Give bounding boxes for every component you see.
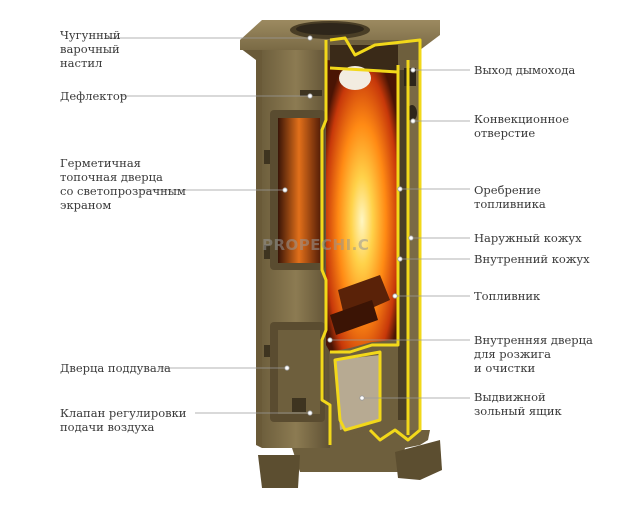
cut-edges: [320, 36, 422, 445]
label-inner-casing: Внутренний кожух: [474, 252, 590, 266]
label-flue: Выход дымохода: [474, 63, 576, 77]
label-air-valve: Клапан регулировки подачи воздуха: [60, 406, 187, 434]
stove-body: [240, 20, 440, 448]
label-inner-door: Внутренняя дверца для розжига и очистки: [474, 333, 593, 375]
label-fins: Оребрение топливника: [474, 183, 546, 211]
leader-lines: [105, 35, 470, 416]
watermark: PROPECHI.C: [262, 236, 370, 254]
label-cooktop: Чугунный варочный настил: [60, 28, 121, 70]
label-ash-box: Выдвижной зольный ящик: [474, 390, 562, 418]
label-convection: Конвекционное отверстие: [474, 112, 569, 140]
label-door: Герметичная топочная дверца со светопроз…: [60, 156, 186, 212]
label-deflector: Дефлектор: [60, 89, 128, 103]
label-outer-casing: Наружный кожух: [474, 231, 582, 245]
label-firebox: Топливник: [474, 289, 541, 303]
label-ash-door: Дверца поддувала: [60, 361, 171, 375]
